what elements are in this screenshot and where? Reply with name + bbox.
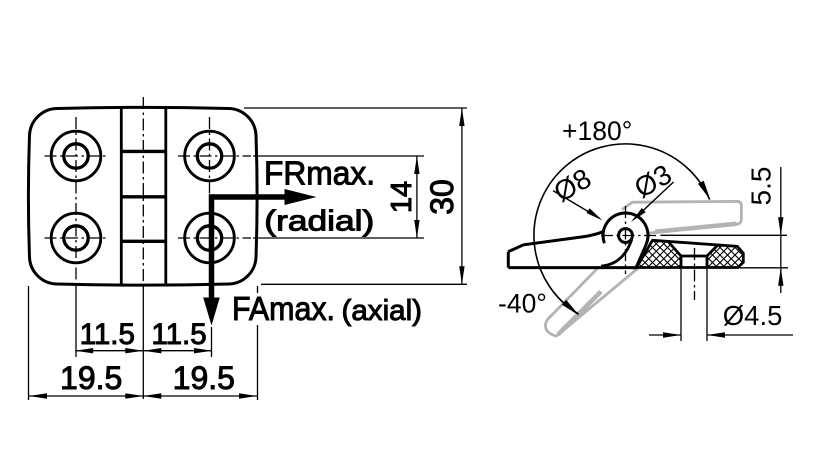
svg-text:(axial): (axial) (342, 295, 423, 327)
svg-text:30: 30 (424, 179, 460, 215)
svg-text:14: 14 (386, 181, 418, 213)
svg-text:(radial): (radial) (264, 206, 374, 238)
svg-text:Ø3: Ø3 (629, 158, 677, 204)
svg-text:5.5: 5.5 (746, 167, 777, 206)
svg-text:Ø8: Ø8 (549, 162, 597, 208)
svg-text:11.5: 11.5 (80, 318, 135, 351)
svg-text:-40°: -40° (498, 289, 547, 319)
svg-text:FRmax.: FRmax. (264, 155, 375, 192)
svg-text:+180°: +180° (562, 116, 632, 146)
svg-text:19.5: 19.5 (60, 360, 122, 396)
svg-text:11.5: 11.5 (151, 318, 206, 351)
svg-text:19.5: 19.5 (173, 360, 235, 396)
svg-text:Ø4.5: Ø4.5 (723, 300, 783, 331)
svg-text:FAmax.: FAmax. (232, 290, 335, 327)
